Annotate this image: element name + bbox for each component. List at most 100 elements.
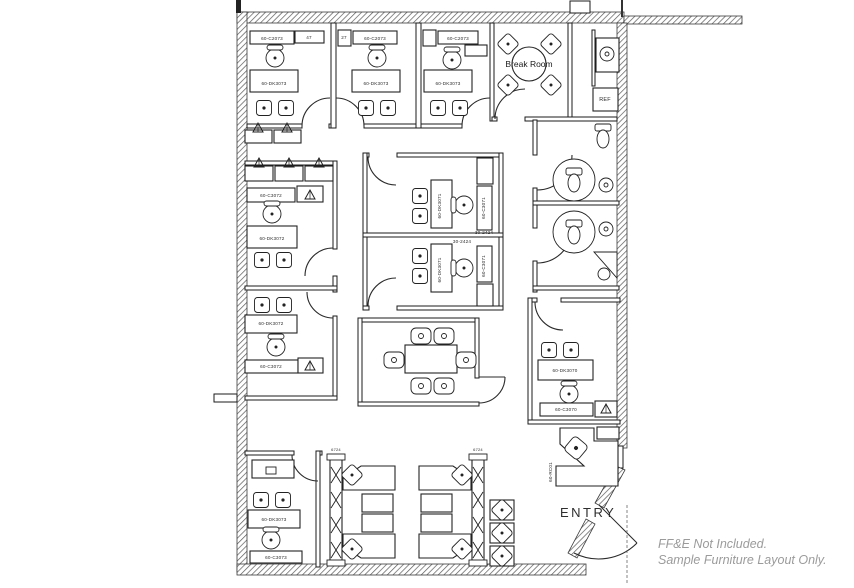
cubicle-cluster-1: 6724	[326, 447, 396, 567]
panel-cap	[326, 453, 346, 461]
guest-chair	[541, 342, 557, 358]
guest-chair	[412, 248, 428, 264]
furniture-code: 60-C3073	[265, 555, 287, 560]
top-office-1: 60-C2073 47 60-DK3073	[249, 30, 325, 116]
credenza	[476, 245, 493, 283]
conference-chair	[433, 377, 455, 395]
credenza	[539, 402, 594, 417]
furniture-code: 60-C2073	[261, 36, 283, 41]
desk	[244, 314, 298, 334]
furniture-code: 60-DK3073	[261, 517, 286, 522]
panel-cap	[326, 559, 346, 567]
right-office: 60-DK3070 60-C3070	[537, 342, 618, 418]
guest-chair	[256, 100, 272, 116]
center-office-1: 60-DK3071 60-C3071	[412, 157, 494, 231]
door-swing-icon	[301, 97, 331, 127]
guest-chair	[412, 208, 428, 224]
entry-door-swing-icon	[573, 542, 638, 560]
break-room: Break Room	[496, 32, 563, 97]
furniture-code: 60-DK3071	[437, 193, 442, 218]
conference-chair	[455, 351, 477, 369]
round-table	[511, 46, 547, 82]
credenza	[476, 185, 493, 231]
cabinet	[476, 157, 494, 185]
cabinet	[244, 165, 274, 182]
break-chair	[539, 32, 563, 56]
guest-chair	[430, 100, 446, 116]
door-swing-icon	[306, 291, 334, 319]
furniture-code: 60-C3071	[481, 255, 486, 277]
credenza	[352, 30, 398, 45]
entry-label: ENTRY	[560, 505, 616, 520]
restroom-2	[552, 210, 618, 281]
guest-chair	[276, 252, 292, 268]
lateral-file	[273, 129, 302, 144]
reception: 60-RC01	[548, 426, 620, 487]
center-office-2: 60-DK3071 60-C3071 30-2424 30-2424	[412, 230, 494, 307]
furniture-code: 47	[306, 35, 312, 40]
door-swing-icon	[478, 376, 506, 404]
guest-chair	[380, 100, 396, 116]
conference-chair	[410, 377, 432, 395]
door-swing-icon	[534, 301, 564, 331]
guest-chair	[412, 188, 428, 204]
furniture-code: 60-RC01	[548, 462, 553, 482]
exterior-walls	[213, 0, 743, 576]
disclaimer-line-1: FF&E Not Included.	[658, 537, 767, 551]
furniture-code: 60-DK3071	[437, 257, 442, 282]
furniture-code: 60-DK3073	[363, 81, 388, 86]
pedestal	[361, 513, 394, 533]
pedestal	[361, 493, 394, 513]
bottom-left-office: 60-DK3073 60-C3073	[247, 459, 303, 564]
small-cabinet	[337, 29, 352, 47]
conference-chair	[433, 327, 455, 345]
door-swing-icon	[291, 454, 319, 482]
top-office-3: 60-C2073 60-DK3073	[422, 29, 488, 116]
conference-table	[404, 344, 458, 374]
guest-chair	[412, 268, 428, 284]
refrigerator	[592, 87, 619, 112]
conference-chair	[410, 327, 432, 345]
cabinet	[596, 426, 620, 440]
side-cabinet	[297, 357, 324, 374]
conference-room	[383, 327, 477, 395]
left-exterior-door	[213, 393, 238, 403]
lateral-file	[244, 129, 273, 144]
desk	[351, 69, 401, 93]
furniture-code: 60-C3071	[481, 197, 486, 219]
furniture-code: 60-DK3070	[552, 368, 577, 373]
furniture-code: 30-2424	[475, 230, 494, 235]
furniture-code: 60-C2073	[447, 36, 469, 41]
left-office-2: 60-DK3072 60-C3072	[244, 297, 324, 374]
furniture-code: 60-C3070	[555, 407, 577, 412]
cubicle-panel	[329, 457, 343, 563]
toilet-icon	[594, 123, 612, 149]
credenza	[437, 30, 479, 45]
task-chair	[262, 200, 282, 224]
table-item	[265, 466, 277, 475]
credenza	[249, 30, 295, 45]
furniture-code: 60-DK3073	[261, 81, 286, 86]
furniture-code: 60-DK3072	[258, 321, 283, 326]
furniture-code: 30-2424	[453, 239, 472, 244]
furniture-code: 60-C2073	[364, 36, 386, 41]
furniture-code: 60-C3072	[260, 364, 282, 369]
utility-area: REF	[592, 37, 620, 112]
task-chair	[265, 44, 285, 68]
door-swing-icon	[367, 156, 397, 186]
break-chair	[539, 73, 563, 97]
top-office-2: 60-C2073 27 60-DK3073	[337, 29, 401, 116]
guest-chair	[452, 100, 468, 116]
small-cabinet	[422, 29, 437, 47]
disclaimer-line-2: Sample Furniture Layout Only.	[658, 553, 827, 567]
cubicle-cluster-2: 6724	[418, 447, 488, 567]
desk	[246, 225, 298, 249]
interior-walls	[244, 22, 621, 568]
break-chair	[496, 32, 520, 56]
guest-chair	[253, 492, 269, 508]
guest-chair	[276, 297, 292, 313]
furniture-code: 6724	[473, 447, 483, 452]
pedestal	[420, 513, 453, 533]
cabinet	[274, 165, 304, 182]
desk	[423, 69, 473, 93]
